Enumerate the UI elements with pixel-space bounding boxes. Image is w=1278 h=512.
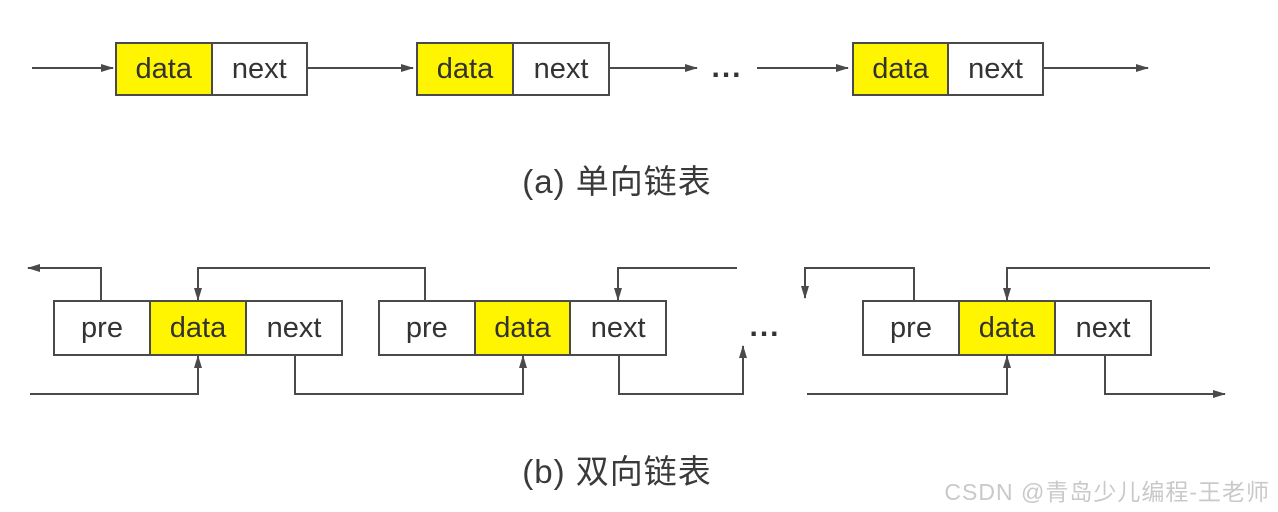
doubly-list-caption: (b) 双向链表 — [522, 453, 712, 490]
doubly-node-3-pre-cell: pre — [890, 311, 932, 344]
doubly-node3-pre-to-ellipsis-arrow — [801, 267, 915, 300]
doubly-node1-next-to-node2-arrow — [294, 355, 527, 395]
doubly-tail-pre-to-node3-arrow — [1003, 267, 1210, 301]
doubly-node-2-data-cell: data — [473, 302, 570, 354]
doubly-node3-next-out-arrow — [1104, 356, 1226, 398]
doubly-node-1: pre data next — [53, 300, 343, 356]
singly-node-3-data-cell: data — [854, 44, 947, 94]
singly-node-1-data-cell: data — [117, 44, 211, 94]
singly-list-caption: (a) 单向链表 — [522, 163, 712, 200]
singly-node-3-next-cell: next — [947, 44, 1042, 94]
doubly-node-3: pre data next — [862, 300, 1152, 356]
singly-node-3: data next — [852, 42, 1044, 96]
doubly-ellipsis-next-to-node3-arrow — [807, 355, 1011, 395]
doubly-node2-next-to-ellipsis-arrow — [618, 345, 747, 395]
doubly-node-1-pre-cell: pre — [81, 311, 123, 344]
doubly-node-3-next-cell: next — [1054, 302, 1150, 354]
doubly-ellipsis: ... — [749, 310, 781, 343]
singly-ellipsis: ... — [711, 51, 743, 84]
doubly-list-arrows — [27, 264, 1226, 398]
doubly-node-2-pre-cell: pre — [405, 311, 448, 344]
doubly-node2-pre-to-node1-arrow — [194, 267, 426, 301]
doubly-head-in-arrow — [30, 355, 202, 395]
csdn-watermark: CSDN @青岛少儿编程-王老师 — [944, 479, 1270, 505]
doubly-node1-pre-out-arrow — [27, 264, 102, 300]
singly-node-2-next-cell: next — [512, 44, 608, 94]
singly-node-2: data next — [416, 42, 610, 96]
singly-node-1-next-cell: next — [210, 44, 307, 94]
singly-node-2-data-cell: data — [418, 44, 512, 94]
doubly-ellipsis-pre-to-node2-arrow — [614, 267, 737, 301]
doubly-node-1-data-cell: data — [149, 302, 245, 354]
doubly-node-2-next-cell: next — [569, 302, 665, 354]
doubly-node-2: pre data next — [378, 300, 667, 356]
singly-node-1: data next — [115, 42, 308, 96]
doubly-node-1-next-cell: next — [245, 302, 341, 354]
doubly-node-3-data-cell: data — [958, 302, 1054, 354]
